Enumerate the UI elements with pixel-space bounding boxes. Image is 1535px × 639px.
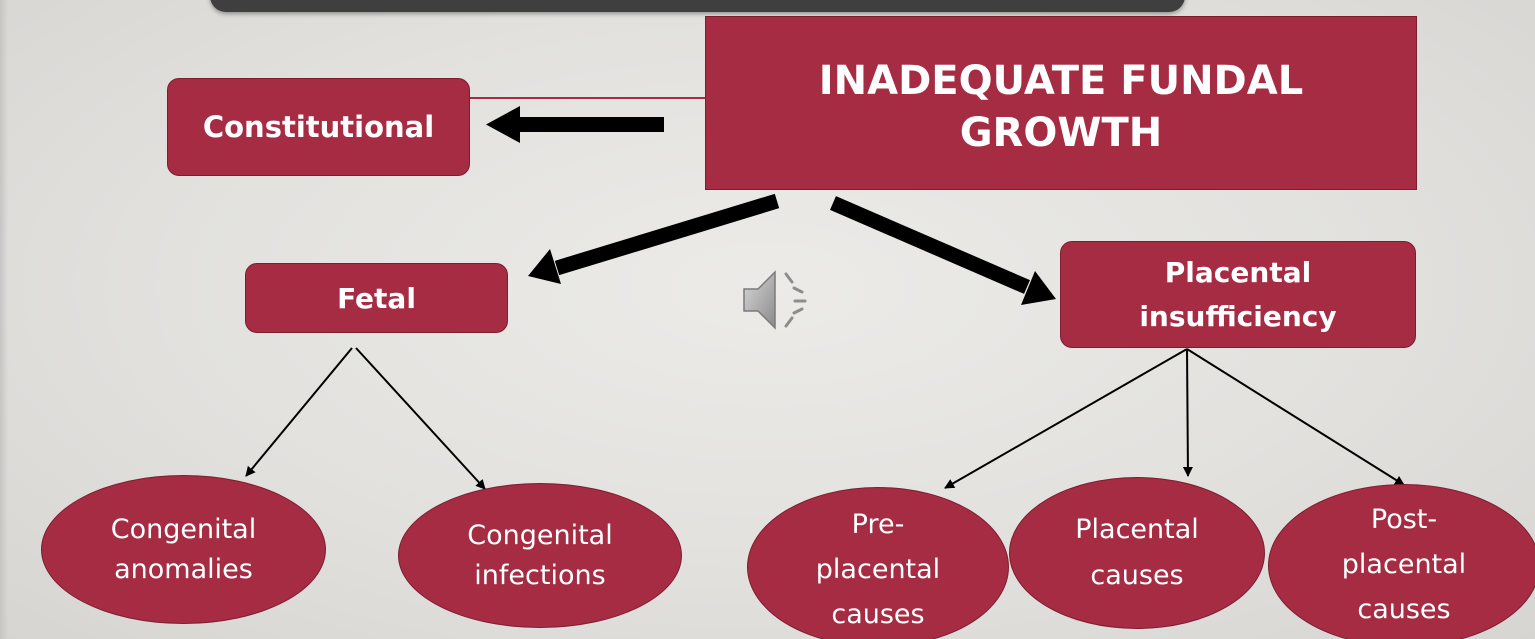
slide-edge-shadow bbox=[0, 0, 8, 639]
arrow-to-fetal bbox=[528, 193, 780, 284]
oval-congenital-infections-line-2: infections bbox=[474, 559, 606, 591]
oval-post-placental-causes: Post- placental causes bbox=[1268, 484, 1535, 639]
oval-post-placental-line-1: Post- bbox=[1370, 504, 1438, 535]
node-fetal-label: Fetal bbox=[337, 281, 416, 315]
arrow-fetal-to-anomalies bbox=[245, 347, 353, 477]
arrow-placental-to-post bbox=[1186, 348, 1405, 486]
oval-congenital-anomalies-line-2: anomalies bbox=[114, 553, 253, 585]
root-node-line-1: INADEQUATE FUNDAL bbox=[818, 58, 1304, 104]
arrow-to-placental-insufficiency bbox=[830, 196, 1056, 305]
arrow-placental-to-placental-causes bbox=[1182, 348, 1193, 477]
speaker-icon[interactable] bbox=[738, 262, 818, 342]
oval-congenital-anomalies-line-1: Congenital bbox=[110, 513, 257, 545]
oval-pre-placental-line-1: Pre- bbox=[851, 509, 905, 540]
oval-pre-placental-causes: Pre- placental causes bbox=[747, 487, 1009, 639]
oval-placental-causes-line-1: Placental bbox=[1075, 514, 1199, 545]
arrow-to-constitutional bbox=[486, 106, 664, 143]
oval-congenital-infections: Congenital infections bbox=[398, 483, 682, 628]
oval-post-placental-line-2: placental bbox=[1341, 549, 1467, 580]
node-constitutional-label: Constitutional bbox=[202, 110, 435, 144]
oval-congenital-infections-line-1: Congenital bbox=[467, 519, 613, 551]
top-bar bbox=[210, 0, 1185, 12]
node-placental-insufficiency-line-2: insufficiency bbox=[1139, 299, 1337, 333]
oval-placental-causes: Placental causes bbox=[1009, 477, 1265, 629]
oval-post-placental-line-3: causes bbox=[1357, 594, 1451, 625]
node-fetal: Fetal bbox=[245, 263, 508, 333]
arrow-placental-to-pre bbox=[944, 348, 1188, 489]
node-placental-insufficiency: Placental insufficiency bbox=[1060, 241, 1416, 348]
oval-placental-causes-line-2: causes bbox=[1090, 560, 1184, 591]
oval-pre-placental-line-3: causes bbox=[831, 599, 925, 630]
root-node-inadequate-fundal-growth: INADEQUATE FUNDAL GROWTH bbox=[705, 16, 1417, 190]
node-constitutional: Constitutional bbox=[167, 78, 470, 176]
node-placental-insufficiency-line-1: Placental bbox=[1164, 255, 1312, 289]
arrow-fetal-to-infections bbox=[355, 347, 486, 490]
oval-pre-placental-line-2: placental bbox=[815, 554, 941, 585]
root-node-line-2: GROWTH bbox=[959, 110, 1163, 156]
oval-congenital-anomalies: Congenital anomalies bbox=[41, 475, 326, 624]
